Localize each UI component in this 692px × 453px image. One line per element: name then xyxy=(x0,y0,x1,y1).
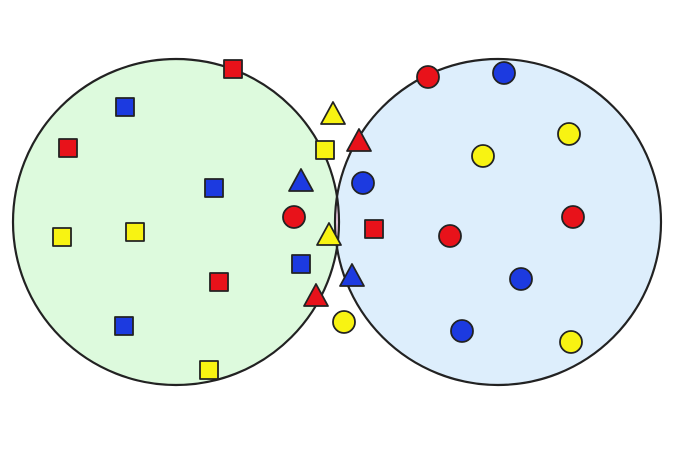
left-red-square-1 xyxy=(223,59,243,79)
left-yellow-square-6 xyxy=(125,222,145,242)
right-blue-circle-8 xyxy=(450,319,474,343)
intersection-yellow-square-2 xyxy=(315,140,335,160)
left-set-items xyxy=(52,59,243,380)
right-set-items xyxy=(416,61,585,354)
right-set-outline xyxy=(333,57,663,387)
intersection-blue-triangle-4 xyxy=(288,168,314,192)
right-blue-circle-2 xyxy=(492,61,516,85)
intersection-red-triangle-11 xyxy=(303,283,329,307)
right-yellow-circle-4 xyxy=(471,144,495,168)
left-yellow-square-9 xyxy=(199,360,219,380)
intersection-red-circle-6 xyxy=(282,205,306,229)
left-yellow-square-5 xyxy=(52,227,72,247)
right-red-circle-1 xyxy=(416,65,440,89)
intersection-blue-circle-5 xyxy=(351,171,375,195)
right-red-circle-6 xyxy=(438,224,462,248)
intersection-items xyxy=(282,101,384,334)
left-blue-square-4 xyxy=(204,178,224,198)
left-red-square-7 xyxy=(209,272,229,292)
left-set-outline xyxy=(11,57,341,387)
right-red-circle-5 xyxy=(561,205,585,229)
right-blue-circle-7 xyxy=(509,267,533,291)
right-set-circle xyxy=(335,59,661,385)
intersection-yellow-circle-12 xyxy=(332,310,356,334)
left-set-circle xyxy=(13,59,339,385)
intersection-red-triangle-3 xyxy=(346,128,372,152)
intersection-red-square-8 xyxy=(364,219,384,239)
intersection-yellow-triangle-7 xyxy=(316,222,342,246)
left-red-square-3 xyxy=(58,138,78,158)
right-yellow-circle-9 xyxy=(559,330,583,354)
right-yellow-circle-3 xyxy=(557,122,581,146)
left-blue-square-8 xyxy=(114,316,134,336)
set-regions xyxy=(13,59,661,385)
intersection-yellow-triangle-1 xyxy=(320,101,346,125)
intersection-blue-triangle-10 xyxy=(339,263,365,287)
set-outlines xyxy=(11,57,663,387)
intersection-blue-square-9 xyxy=(291,254,311,274)
left-blue-square-2 xyxy=(115,97,135,117)
